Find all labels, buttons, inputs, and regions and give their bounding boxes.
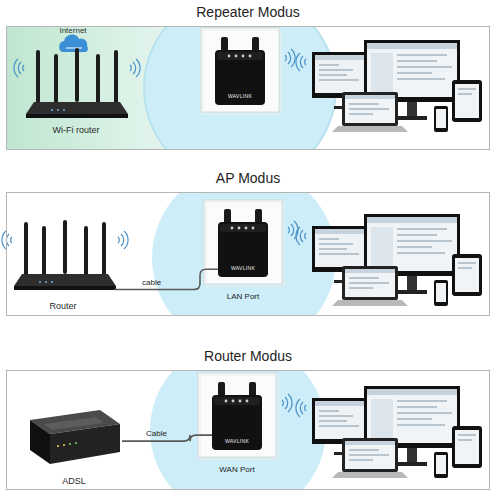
panel-heading: AP Modus <box>7 170 489 187</box>
range-extender: WAVLINK <box>215 50 265 105</box>
extender-symbol <box>204 200 298 286</box>
brand-label: WAVLINK <box>212 438 262 444</box>
mode-panel: Repeater ModusInternetWi-Fi routerWAVLIN… <box>6 26 490 150</box>
range-area <box>6 26 166 150</box>
router-symbol <box>2 220 128 290</box>
brand-label: WAVLINK <box>218 265 268 271</box>
coverage-circle <box>152 192 336 316</box>
extender-symbol <box>198 373 292 459</box>
cloud-symbol <box>59 35 88 52</box>
router: Router <box>12 210 114 312</box>
extender-symbol <box>201 28 295 114</box>
panel-heading: Router Modus <box>7 348 489 365</box>
client-devices <box>296 214 482 306</box>
adsl-modem: ADSL <box>26 405 122 487</box>
wifi-router: Wi-Fi router <box>24 44 128 136</box>
cloud-label: Internet <box>37 26 109 36</box>
wifi-router-symbol <box>14 48 140 118</box>
mode-panel: Router ModusADSLWAVLINKWAN Port <box>6 370 490 490</box>
mode-panel: AP ModusRouterWAVLINKLAN Port <box>6 192 490 316</box>
coverage-circle <box>144 26 336 150</box>
cable-label: cable <box>142 278 161 288</box>
coverage-circle <box>144 26 336 150</box>
cable-connector <box>114 269 218 289</box>
client-devices <box>296 40 482 132</box>
port-label: WAN Port <box>187 465 287 475</box>
device-label: Wi-Fi router <box>14 125 138 136</box>
range-extender: WAVLINKLAN Port <box>218 222 268 277</box>
panel-background <box>152 192 336 316</box>
internet-cloud: Internet <box>47 26 99 56</box>
cable-label: Cable <box>146 429 167 439</box>
adsl-modem-symbol <box>30 410 120 464</box>
panel-background <box>150 370 326 490</box>
cable-connector <box>122 435 212 441</box>
client-devices <box>296 386 482 478</box>
device-label: Router <box>2 301 124 312</box>
port-label: LAN Port <box>193 292 293 302</box>
range-extender: WAVLINKWAN Port <box>212 395 262 450</box>
panel-heading: Repeater Modus <box>7 4 489 21</box>
panel-background <box>6 26 336 150</box>
brand-label: WAVLINK <box>215 93 265 99</box>
coverage-circle <box>150 370 326 490</box>
device-label: ADSL <box>16 476 132 487</box>
